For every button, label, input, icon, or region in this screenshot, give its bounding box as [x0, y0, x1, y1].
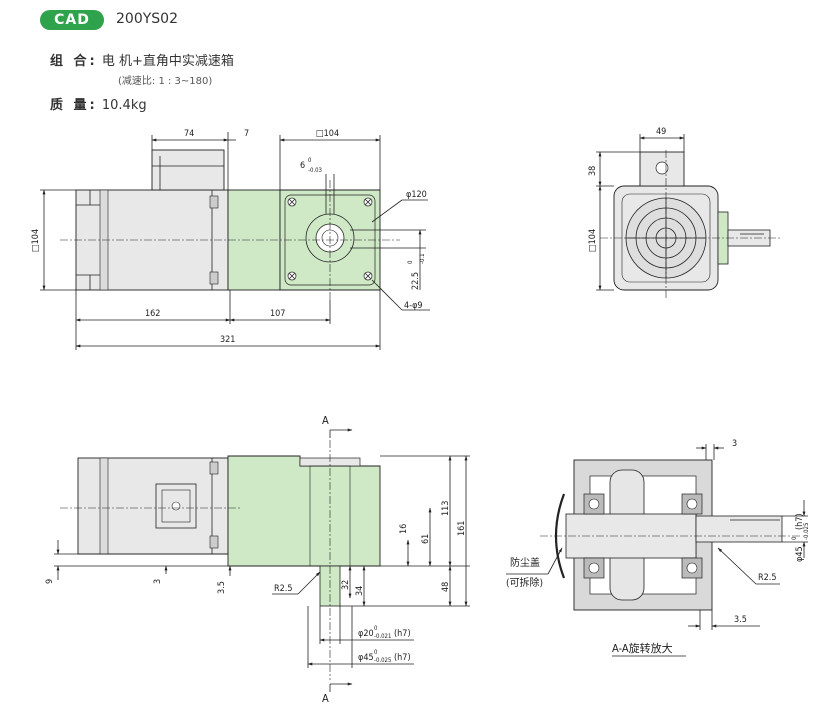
dim-phi20-fit: (h7) — [394, 629, 411, 639]
dim-phi45-section: φ45 — [795, 546, 805, 562]
spec-header: CAD 200YS02 组 合: 电 机+直角中实减速箱 (减速比: 1 : 3… — [0, 0, 840, 120]
end-view-dimensions: 49 38 □104 — [588, 127, 685, 291]
end-view-shaft — [727, 229, 771, 247]
dim-6-sub: -0.03 — [308, 167, 322, 174]
section-bearings — [583, 493, 703, 579]
dim-22-5: 22.5 — [411, 272, 421, 290]
side-view-dimensions: 74 7 □104 6 0 -0.03 φ120 □104 22.5 0 — [31, 129, 430, 350]
dim-113: 113 — [441, 501, 451, 516]
dim-9: 9 — [45, 579, 55, 584]
front-view-dimensions: A A 113 161 61 16 48 32 34 — [45, 414, 470, 705]
dim-321: 321 — [220, 335, 235, 345]
ratio-note: (减速比: 1 : 3~180) — [118, 76, 213, 87]
dim-49: 49 — [656, 127, 666, 137]
section-mark-top: A — [322, 414, 329, 427]
side-view: 74 7 □104 6 0 -0.03 φ120 □104 22.5 0 — [31, 129, 430, 350]
mass-label: 质 量: — [50, 98, 98, 113]
dim-holes: 4-φ9 — [404, 301, 423, 311]
dim-phi20-sub: -0.021 — [374, 633, 391, 640]
dim-phi45-section-sub: -0.025 — [803, 523, 810, 540]
dim-3-front: 3 — [153, 579, 163, 584]
dim-61: 61 — [421, 534, 431, 544]
dim-phi20-sup: 0 — [374, 625, 378, 632]
dim-104-top: □104 — [316, 129, 339, 139]
dim-162: 162 — [145, 309, 160, 319]
section-view: 3 3.5 R2.5 φ45 0 -0.025 (h7) 防尘盖 (可拆除) A… — [506, 439, 810, 657]
mass-row: 质 量: 10.4kg — [50, 94, 147, 113]
section-caption: A-A旋转放大 — [612, 641, 673, 655]
flange-bolt-holes — [287, 197, 373, 281]
dim-22-sup: 0 — [407, 260, 414, 264]
dim-7: 7 — [244, 129, 249, 139]
cad-badge[interactable]: CAD — [40, 10, 104, 30]
combination-value: 电 机+直角中实减速箱 — [101, 54, 234, 69]
mass-value: 10.4kg — [101, 98, 147, 113]
dim-32: 32 — [341, 580, 351, 590]
combination-row: 组 合: 电 机+直角中实减速箱 — [50, 50, 234, 69]
dim-74: 74 — [184, 129, 194, 139]
front-gearbox — [227, 455, 381, 567]
dust-cover-label: 防尘盖 — [510, 556, 540, 569]
dim-phi45-section-sup: 0 — [791, 536, 798, 540]
dim-phi45-front-sup: 0 — [374, 649, 378, 656]
dim-3-5-front: 3.5 — [217, 581, 227, 594]
dim-34: 34 — [355, 586, 365, 596]
model-number: 200YS02 — [116, 11, 178, 27]
section-view-dimensions: 3 3.5 R2.5 φ45 0 -0.025 (h7) 防尘盖 (可拆除) A… — [506, 439, 810, 657]
dim-6-sup: 0 — [308, 157, 312, 164]
dim-phi45-front: φ45 — [358, 653, 374, 663]
combination-label: 组 合: — [50, 54, 98, 69]
dim-107: 107 — [270, 309, 285, 319]
dim-6: 6 — [300, 161, 305, 171]
dim-104-end: □104 — [588, 229, 598, 252]
dim-22-sub: -0.1 — [419, 253, 426, 264]
section-mark-bottom: A — [322, 692, 329, 705]
dim-104-left: □104 — [31, 229, 41, 252]
radius-2-5-front: R2.5 — [274, 584, 293, 594]
dim-3-5-section: 3.5 — [734, 615, 747, 625]
dim-38: 38 — [588, 166, 598, 176]
dim-161: 161 — [457, 521, 467, 536]
dim-phi120: φ120 — [406, 190, 427, 200]
dim-phi45-front-sub: -0.025 — [374, 657, 391, 664]
end-view: 49 38 □104 — [588, 127, 780, 300]
terminal-box — [151, 149, 225, 191]
dim-48: 48 — [441, 582, 451, 592]
dim-phi45-front-fit: (h7) — [394, 653, 411, 663]
radius-2-5-section: R2.5 — [758, 573, 777, 583]
dim-3-section: 3 — [732, 439, 737, 449]
dim-phi20: φ20 — [358, 629, 374, 639]
dim-phi45-section-fit: (h7) — [795, 513, 805, 530]
dust-cover-removable: (可拆除) — [506, 576, 543, 589]
front-view: A A 113 161 61 16 48 32 34 — [45, 414, 470, 705]
dim-16: 16 — [399, 524, 409, 534]
